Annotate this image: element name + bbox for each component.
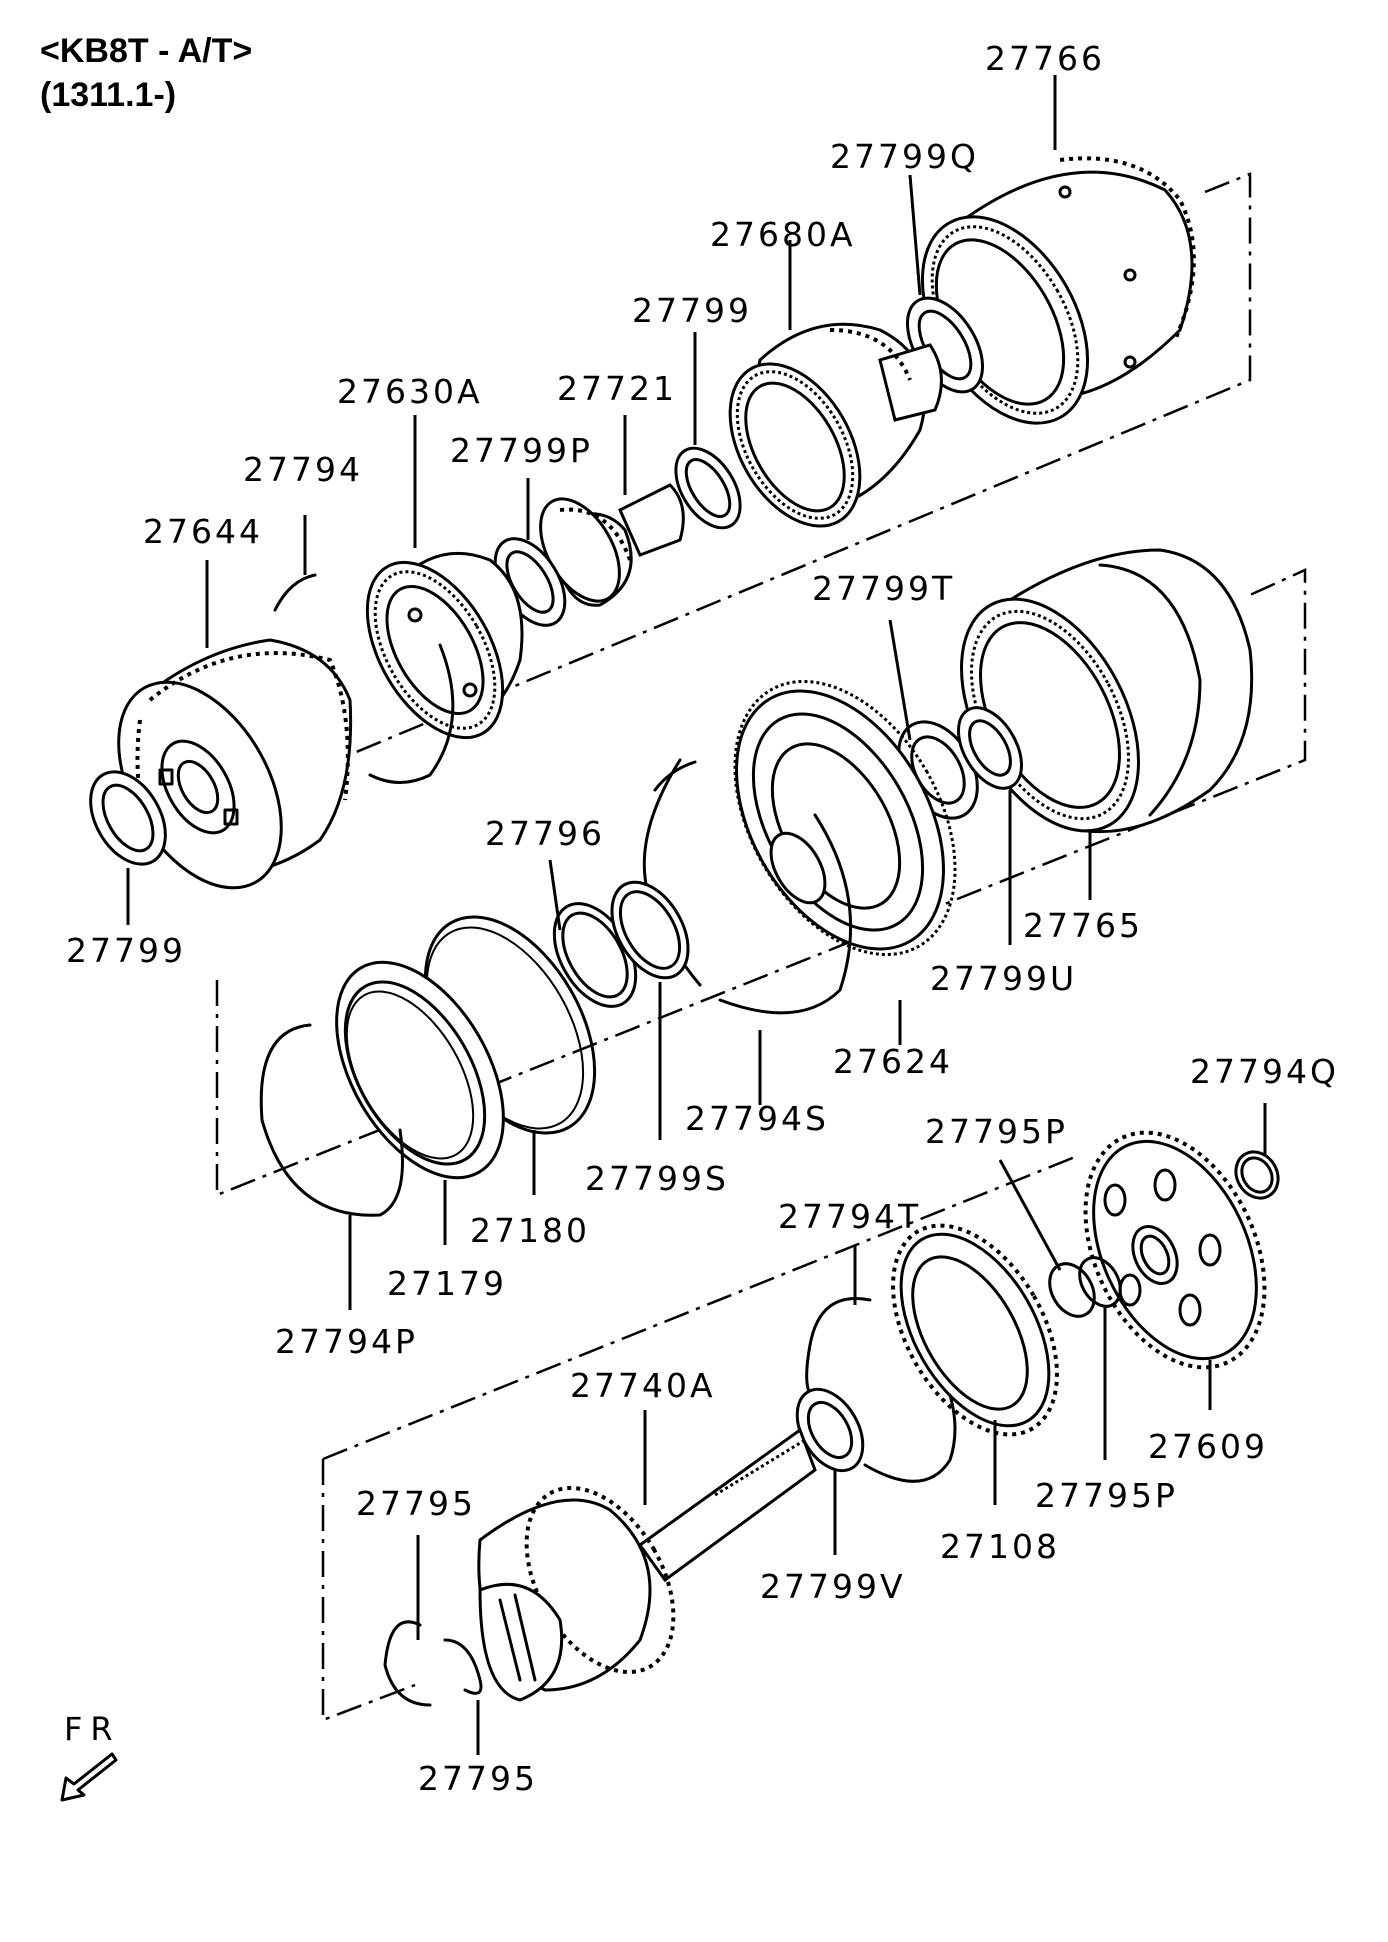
ring-27799S [610,880,690,980]
front-direction-label: FR [64,1710,121,1748]
part-label-27795P-b: 27795P [1035,1476,1178,1515]
clutch-27108 [891,1223,1059,1437]
part-label-27108: 27108 [940,1527,1060,1566]
part-label-27794P: 27794P [275,1322,418,1361]
leader-lines [126,75,1267,1755]
snap-ring-27794Q [1234,1150,1280,1200]
part-labels: 27766 27799Q 27680A 27799 27721 27630A 2… [66,39,1339,1798]
part-label-27799P: 27799P [450,431,593,470]
carrier-27680A [728,322,943,528]
part-label-27795-a: 27795 [356,1484,476,1523]
part-label-27766: 27766 [985,39,1105,78]
part-label-27799-upper: 27799 [632,291,752,330]
model-title: <KB8T - A/T> [40,32,253,70]
part-label-27794T: 27794T [778,1197,921,1236]
washer-27799-lower [89,770,167,866]
part-label-27180: 27180 [470,1211,590,1250]
part-label-27799S: 27799S [585,1159,729,1198]
part-label-27794: 27794 [243,450,363,489]
part-label-27765: 27765 [1023,906,1143,945]
part-label-27799V: 27799V [760,1567,906,1606]
part-label-27799U: 27799U [930,959,1077,998]
part-label-27799-lower: 27799 [66,931,186,970]
clutch-plate-27179 [335,960,505,1180]
washer-27799-upper [674,446,742,530]
part-label-27795-b: 27795 [418,1759,538,1798]
part-label-27795P-a: 27795P [925,1112,1068,1151]
snap-ring-27794P [259,1023,404,1217]
part-label-27721: 27721 [557,369,677,408]
part-label-27794Q: 27794Q [1190,1052,1339,1091]
front-direction-arrow-icon [60,1752,118,1802]
part-label-27794S: 27794S [685,1099,829,1138]
sprocket-27609 [1083,1130,1267,1370]
snap-ring-27794 [273,573,317,612]
shaft-27740A [477,1427,817,1702]
carrier-27630A [365,551,524,784]
snap-ring-27795 [383,1620,483,1707]
part-label-27799T: 27799T [812,569,955,608]
part-label-27680A: 27680A [710,215,856,254]
drum-27765 [960,548,1254,834]
sun-gear-27721 [539,483,685,607]
part-label-27624: 27624 [833,1042,953,1081]
washer-27799U [957,706,1023,790]
model-code: (1311.1-) [40,76,177,114]
part-label-27179: 27179 [387,1264,507,1303]
part-label-27609: 27609 [1148,1427,1268,1466]
part-label-27799Q: 27799Q [830,137,979,176]
group-boundary-lines [215,172,1307,1722]
part-label-27644: 27644 [143,512,263,551]
part-label-27796: 27796 [485,814,605,853]
part-label-27630A: 27630A [337,372,483,411]
part-label-27740A: 27740A [570,1366,716,1405]
piston-27624 [718,679,957,1015]
